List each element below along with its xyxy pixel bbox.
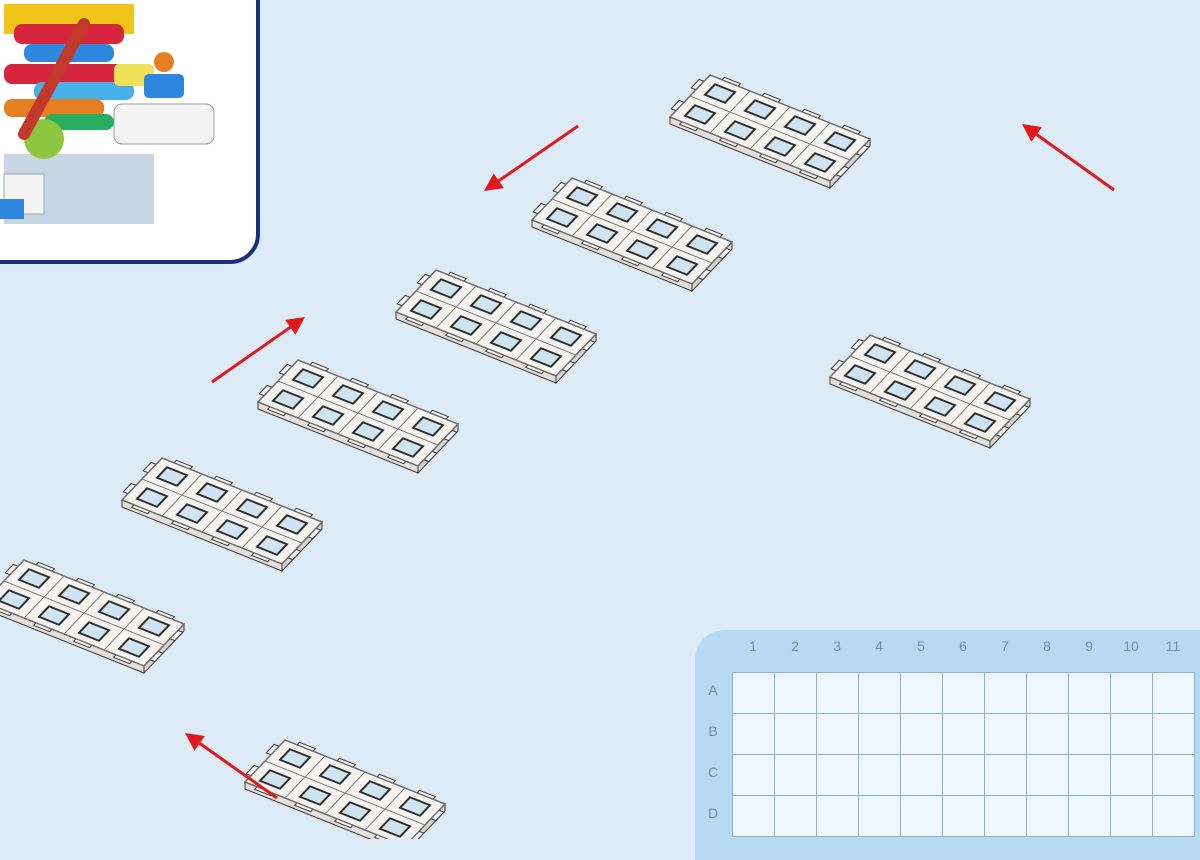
grid-cell bbox=[1111, 714, 1153, 755]
grid-column-label: 8 bbox=[1026, 638, 1068, 654]
grid-cell bbox=[985, 673, 1027, 714]
base-plate bbox=[532, 178, 732, 291]
grid-cell bbox=[943, 673, 985, 714]
grid-cell bbox=[859, 673, 901, 714]
grid-cell bbox=[901, 796, 943, 837]
grid-cell bbox=[901, 755, 943, 796]
grid-cell bbox=[859, 714, 901, 755]
grid-cell bbox=[775, 796, 817, 837]
grid-row bbox=[733, 714, 1195, 755]
grid-column-label: 2 bbox=[774, 638, 816, 654]
grid-column-label: 11 bbox=[1152, 638, 1194, 654]
direction-arrow bbox=[1022, 124, 1114, 190]
grid-cell bbox=[1111, 796, 1153, 837]
base-plate bbox=[396, 270, 596, 383]
grid-table bbox=[732, 672, 1195, 837]
grid-cell bbox=[775, 714, 817, 755]
grid-row bbox=[733, 796, 1195, 837]
grid-row-label: D bbox=[695, 805, 731, 821]
grid-cell bbox=[1027, 755, 1069, 796]
grid-cell bbox=[1069, 755, 1111, 796]
base-plate bbox=[0, 560, 184, 673]
grid-cell bbox=[1111, 673, 1153, 714]
grid-cell bbox=[817, 755, 859, 796]
grid-cell bbox=[1069, 796, 1111, 837]
grid-column-label: 6 bbox=[942, 638, 984, 654]
grid-cell bbox=[901, 714, 943, 755]
base-plate bbox=[245, 740, 445, 839]
grid-cell bbox=[733, 755, 775, 796]
grid-column-label: 5 bbox=[900, 638, 942, 654]
base-plate bbox=[670, 75, 870, 188]
grid-column-label: 3 bbox=[816, 638, 858, 654]
base-plate bbox=[830, 335, 1030, 448]
grid-cell bbox=[817, 714, 859, 755]
base-plate bbox=[122, 458, 322, 571]
grid-cell bbox=[1027, 714, 1069, 755]
base-plate bbox=[258, 360, 458, 473]
grid-cell bbox=[1069, 673, 1111, 714]
grid-cell bbox=[859, 796, 901, 837]
grid-cell bbox=[1153, 673, 1195, 714]
grid-cell bbox=[775, 673, 817, 714]
grid-row-label: C bbox=[695, 764, 731, 780]
grid-row-label: B bbox=[695, 723, 731, 739]
grid-cell bbox=[1153, 796, 1195, 837]
grid-cell bbox=[943, 714, 985, 755]
direction-arrow bbox=[484, 126, 578, 191]
instruction-page: 1234567891011 A B C D bbox=[0, 0, 1200, 839]
grid-cell bbox=[733, 714, 775, 755]
grid-cell bbox=[1111, 755, 1153, 796]
grid-row-label: A bbox=[695, 682, 731, 698]
grid-cell bbox=[943, 755, 985, 796]
grid-cell bbox=[985, 755, 1027, 796]
grid-cell bbox=[733, 673, 775, 714]
grid-column-label: 7 bbox=[984, 638, 1026, 654]
grid-column-label: 10 bbox=[1110, 638, 1152, 654]
grid-cell bbox=[985, 714, 1027, 755]
grid-cell bbox=[817, 673, 859, 714]
grid-cell bbox=[1069, 714, 1111, 755]
grid-cell bbox=[1027, 796, 1069, 837]
grid-cell bbox=[901, 673, 943, 714]
grid-column-label: 1 bbox=[732, 638, 774, 654]
grid-cell bbox=[733, 796, 775, 837]
grid-column-label: 4 bbox=[858, 638, 900, 654]
grid-column-label: 9 bbox=[1068, 638, 1110, 654]
grid-row bbox=[733, 755, 1195, 796]
grid-cell bbox=[1027, 673, 1069, 714]
grid-cell bbox=[1153, 714, 1195, 755]
grid-cell bbox=[817, 796, 859, 837]
grid-cell bbox=[1153, 755, 1195, 796]
grid-row bbox=[733, 673, 1195, 714]
grid-cell bbox=[859, 755, 901, 796]
grid-cell bbox=[943, 796, 985, 837]
grid-cell bbox=[985, 796, 1027, 837]
grid-cell bbox=[775, 755, 817, 796]
